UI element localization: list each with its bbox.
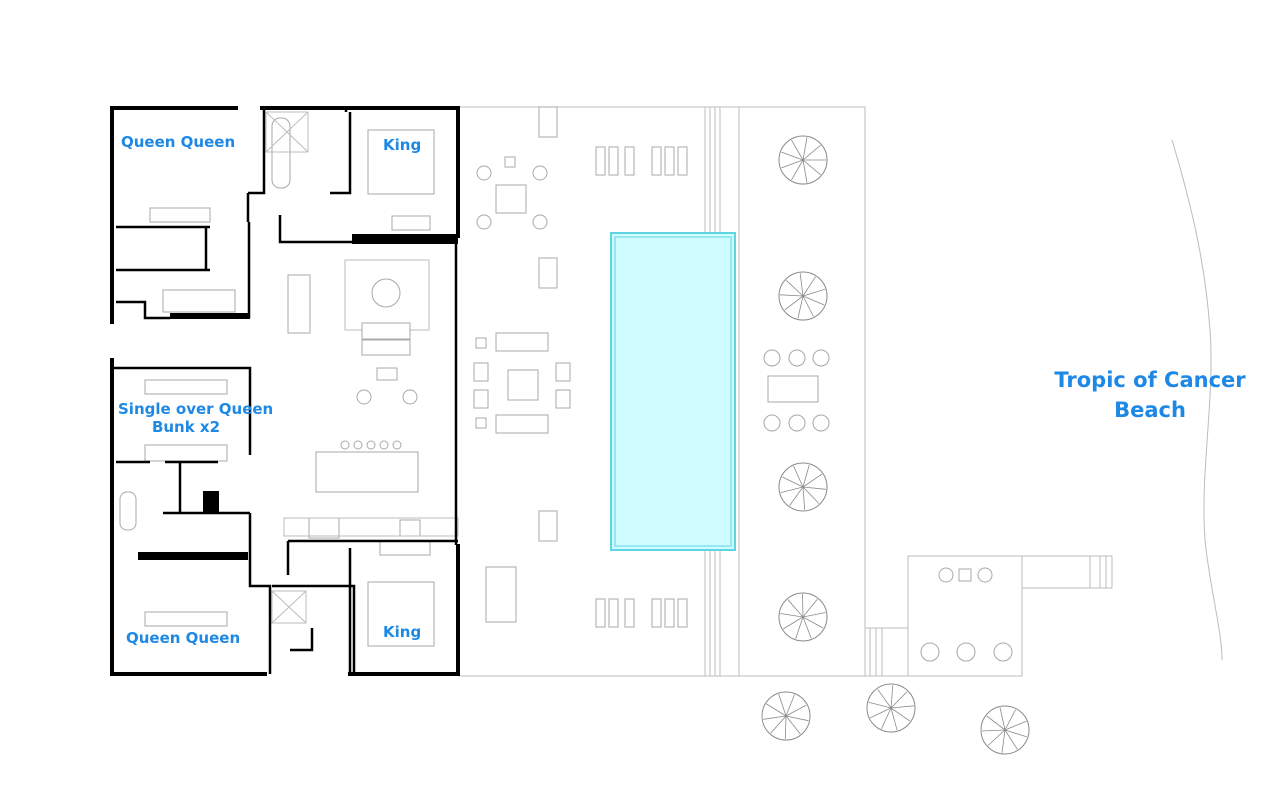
room-label-bunk-line2: Bunk x2 xyxy=(151,418,221,436)
beach-label-line2: Beach xyxy=(1114,398,1186,423)
palm-tree-icon xyxy=(778,462,828,512)
beach-label-line1: Tropic of Cancer xyxy=(1054,368,1246,392)
room-label-bunk-room: Single over Queen Bunk x2 xyxy=(118,400,274,436)
palm-tree-icon xyxy=(761,691,811,741)
palm-tree-icon xyxy=(778,271,828,321)
palm-tree-icon xyxy=(980,705,1030,755)
room-label-bunk-line1: Single over Queen xyxy=(118,400,274,418)
room-label-queen-queen-top: Queen Queen xyxy=(121,133,236,151)
site-outline xyxy=(458,106,1223,677)
palm-trees xyxy=(761,135,1030,755)
villa-walls xyxy=(110,106,460,676)
room-label-king-top: King xyxy=(383,136,422,154)
terrace-furniture xyxy=(473,106,1013,662)
pool xyxy=(610,232,736,551)
palm-tree-icon xyxy=(778,592,828,642)
palm-tree-icon xyxy=(778,135,828,185)
palm-tree-icon xyxy=(866,683,916,733)
room-label-queen-queen-bottom: Queen Queen xyxy=(126,629,241,647)
room-label-king-bottom: King xyxy=(383,623,422,641)
beach-label: Tropic of Cancer Beach xyxy=(1045,365,1255,426)
